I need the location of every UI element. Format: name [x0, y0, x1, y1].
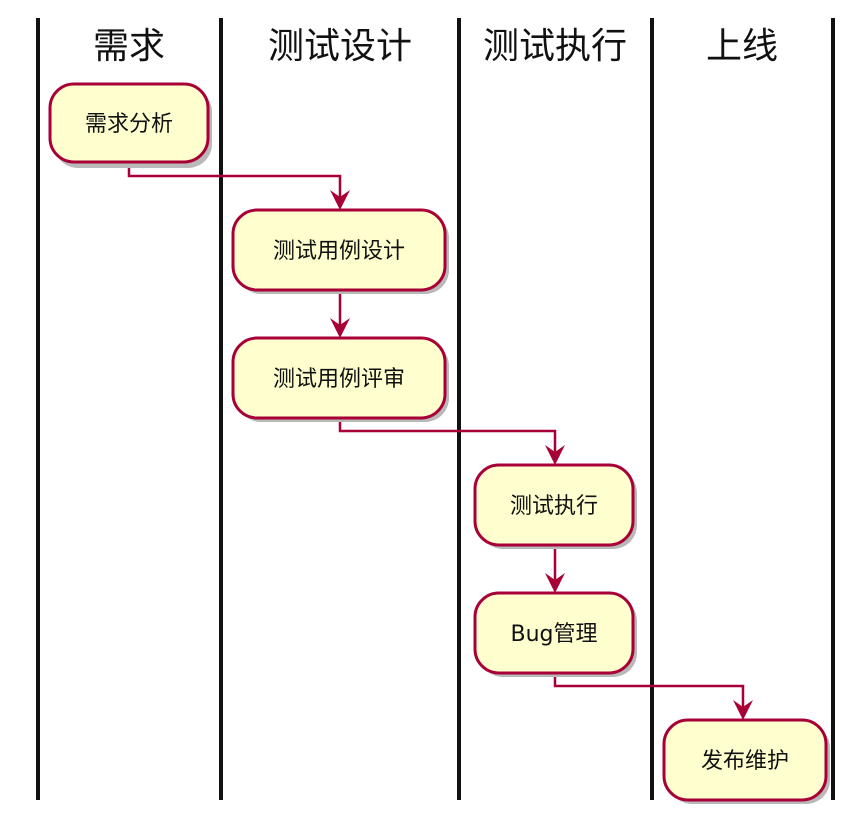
arrowhead-icon — [545, 573, 565, 593]
activity-node-test-case-design: 测试用例设计 — [231, 208, 449, 294]
node-label: Bug管理 — [510, 622, 597, 647]
node-label: 测试用例评审 — [273, 367, 405, 392]
lane-title-test-execution: 测试执行 — [483, 26, 627, 67]
edge-analysis-to-case-design — [127, 162, 350, 210]
lane-title-release: 上线 — [706, 26, 778, 67]
activity-node-requirement-analysis: 需求分析 — [48, 82, 212, 168]
node-label: 发布维护 — [701, 749, 789, 774]
node-label: 测试用例设计 — [273, 239, 405, 264]
lane-title-requirements: 需求 — [93, 26, 165, 67]
edge-execution-to-bug-management — [545, 545, 565, 593]
node-label: 测试执行 — [510, 494, 598, 519]
edge-case-review-to-execution — [338, 418, 565, 465]
edge-case-design-to-case-review — [330, 290, 350, 338]
activity-node-test-case-review: 测试用例评审 — [231, 336, 449, 422]
activity-node-bug-management: Bug管理 — [473, 591, 637, 677]
arrowhead-icon — [330, 318, 350, 338]
activity-node-test-execution: 测试执行 — [473, 463, 637, 549]
arrowhead-icon — [545, 445, 565, 465]
edge-bug-management-to-release — [553, 673, 753, 720]
node-label: 需求分析 — [85, 112, 173, 137]
lane-title-test-design: 测试设计 — [268, 26, 412, 67]
arrowhead-icon — [330, 190, 350, 210]
arrowhead-icon — [733, 700, 753, 720]
activity-node-release-maintenance: 发布维护 — [662, 718, 830, 804]
